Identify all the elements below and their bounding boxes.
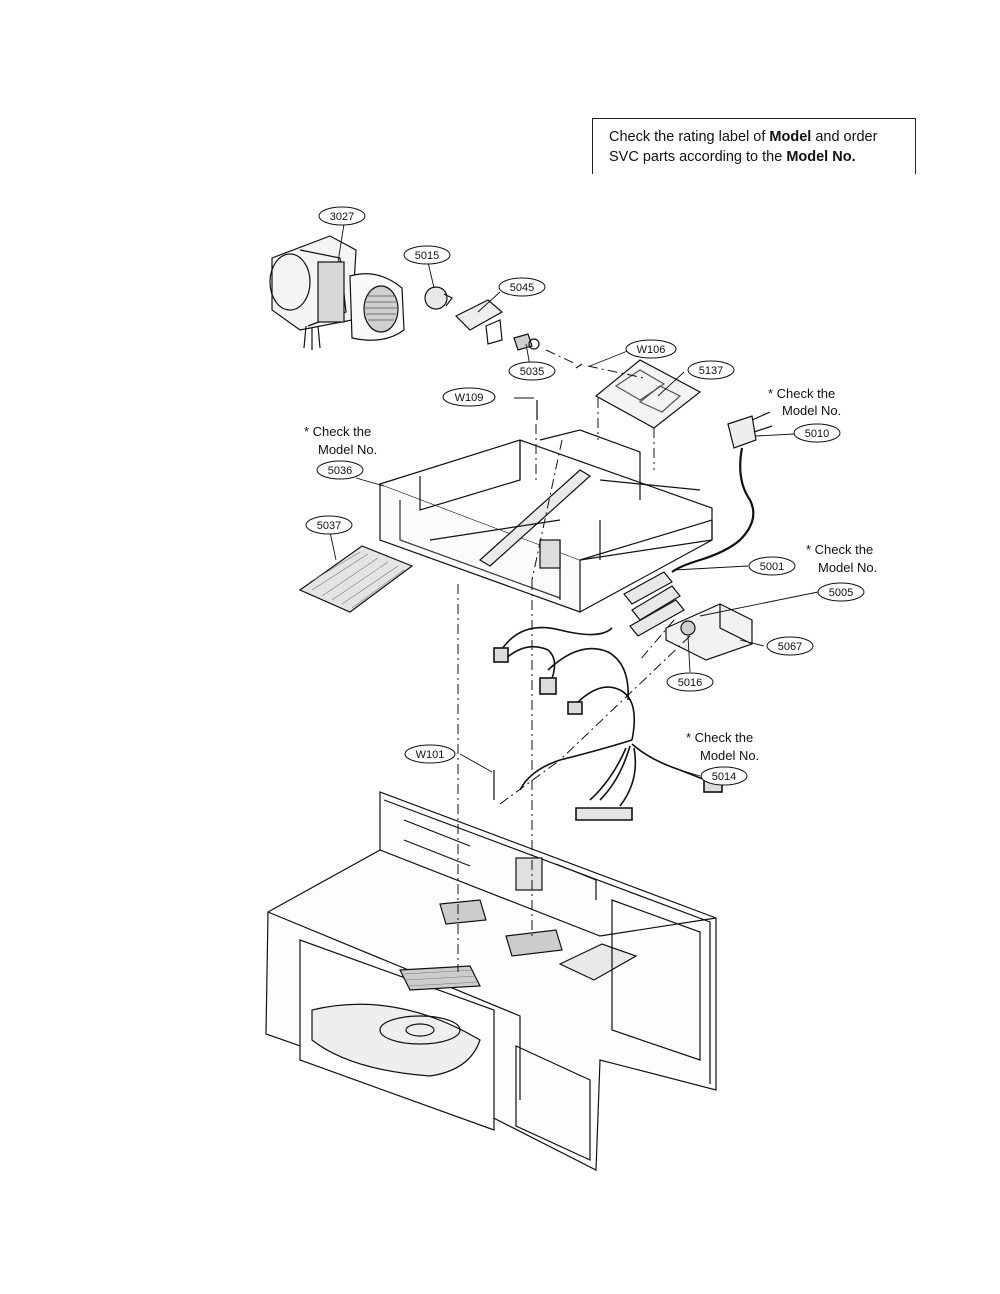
grease-filter — [298, 545, 414, 613]
check-note-5014-line1: * Check the — [686, 730, 753, 745]
model-check-note: Check the rating label of Model and orde… — [592, 118, 916, 174]
wire-harness — [493, 626, 723, 821]
callout-5036: 5036 — [328, 465, 352, 477]
note-text-1: Check the rating label of — [609, 129, 770, 145]
callout-5001: 5001 — [760, 561, 784, 573]
check-note-5010-line1: * Check the — [768, 386, 835, 401]
check-note-5036-line1: * Check the — [304, 424, 371, 439]
callout-5037: 5037 — [317, 520, 341, 532]
check-note-5010-line2: Model No. — [782, 403, 841, 418]
control-board — [575, 359, 702, 429]
note-text-2: and order — [811, 129, 878, 145]
check-note-5036-line2: Model No. — [318, 442, 377, 457]
callout-5067: 5067 — [778, 641, 802, 653]
callout-5137: 5137 — [699, 365, 723, 377]
callout-5015: 5015 — [415, 250, 439, 262]
callout-w106: W106 — [637, 344, 666, 356]
check-note-5005-line2: Model No. — [818, 560, 877, 575]
fan-motor-assembly — [269, 235, 405, 350]
note-bold-model-no: Model No. — [786, 149, 856, 165]
callout-5045: 5045 — [510, 282, 534, 294]
leader-lines — [329, 223, 819, 777]
lamp-assembly — [424, 286, 540, 351]
check-note-5014-line2: Model No. — [700, 748, 759, 763]
note-bold-model: Model — [769, 129, 812, 145]
callout-5035: 5035 — [520, 366, 544, 378]
microwave-chassis — [265, 791, 717, 1171]
base-plate — [379, 429, 713, 613]
callout-5014: 5014 — [712, 771, 736, 783]
callout-3027: 3027 — [330, 211, 354, 223]
callout-5010: 5010 — [805, 428, 829, 440]
callout-w101: W101 — [416, 749, 445, 761]
alignment-lines — [457, 349, 691, 972]
callout-w109: W109 — [455, 392, 484, 404]
callout-ellipses — [305, 206, 865, 786]
power-cord — [671, 411, 773, 573]
callout-5005: 5005 — [829, 587, 853, 599]
callout-5016: 5016 — [678, 677, 702, 689]
noise-filter-parts — [623, 571, 753, 661]
check-note-5005-line1: * Check the — [806, 542, 873, 557]
note-text-3: SVC parts according to the — [609, 149, 787, 165]
